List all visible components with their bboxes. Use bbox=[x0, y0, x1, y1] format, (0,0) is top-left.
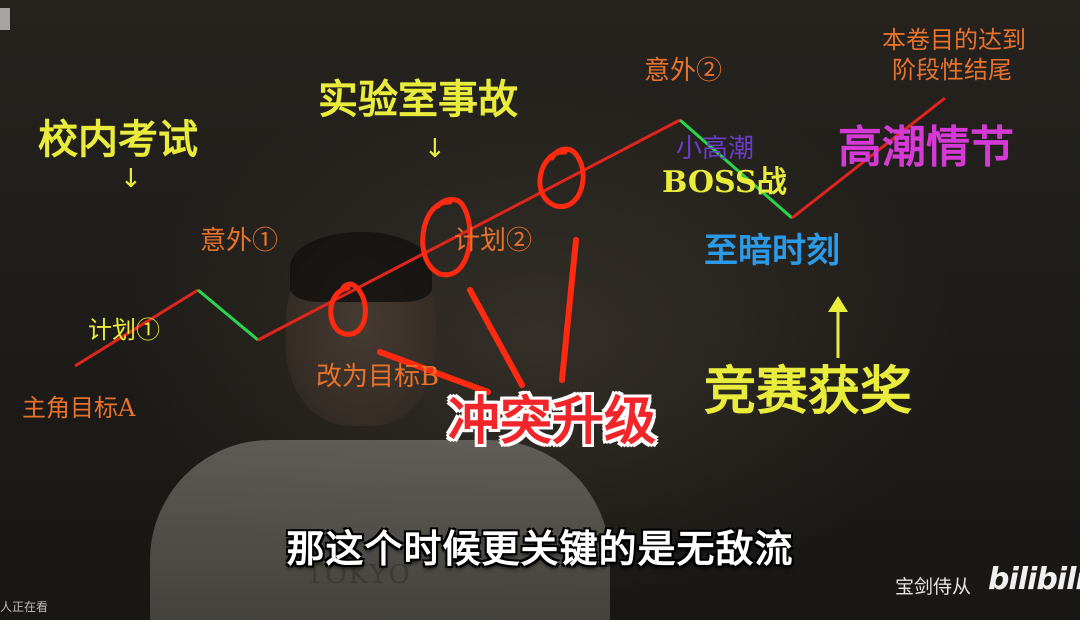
label-small-climax: 小高潮 bbox=[676, 134, 755, 164]
falling-line-1 bbox=[197, 288, 259, 342]
down-arrow-icon-1: ↓ bbox=[120, 164, 142, 194]
label-school-exam: 校内考试 bbox=[38, 116, 198, 163]
label-accident-2: 意外② bbox=[644, 56, 723, 86]
presenter-silhouette-body bbox=[150, 440, 610, 620]
bilibili-logo: bilibili bbox=[988, 562, 1080, 597]
hand-circle-1 bbox=[328, 281, 368, 337]
label-change-goal-b: 改为目标B bbox=[316, 362, 440, 392]
label-conflict-escalation: 冲突升级 bbox=[448, 392, 657, 452]
label-boss-fight: BOSS战 bbox=[662, 165, 787, 200]
label-plan-2: 计划② bbox=[454, 226, 533, 256]
label-accident-1: 意外① bbox=[200, 226, 279, 256]
up-arrow-head bbox=[828, 296, 848, 312]
rising-line-3 bbox=[791, 96, 946, 220]
shirt-print: TOKYO bbox=[306, 560, 412, 590]
falling-line-2 bbox=[679, 118, 793, 220]
rising-line-1 bbox=[74, 288, 199, 368]
label-plan-1: 计划① bbox=[88, 316, 160, 344]
hand-circle-2 bbox=[420, 197, 473, 278]
watermark-author: 宝剑侍从 bbox=[895, 576, 972, 598]
video-subtitle: 那这个时候更关键的是无敌流 bbox=[286, 527, 794, 571]
label-goal-a: 主角目标A bbox=[22, 394, 136, 422]
label-volume-goal-line1: 本卷目的达到 bbox=[882, 26, 1026, 54]
label-volume-goal-line2: 阶段性结尾 bbox=[892, 56, 1012, 84]
hand-circle-3 bbox=[537, 146, 586, 209]
converging-stroke-2 bbox=[467, 287, 525, 388]
down-arrow-icon-2: ↓ bbox=[424, 134, 446, 164]
converging-stroke-1 bbox=[377, 349, 491, 395]
viewer-count-overlay: 人正在看 bbox=[0, 600, 49, 614]
converging-stroke-3 bbox=[559, 237, 579, 383]
corner-mark bbox=[0, 8, 10, 30]
label-darkest-moment: 至暗时刻 bbox=[704, 231, 840, 271]
label-lab-accident: 实验室事故 bbox=[318, 76, 518, 123]
label-climax-plot: 高潮情节 bbox=[838, 122, 1014, 173]
label-competition-award: 竞赛获奖 bbox=[704, 361, 913, 422]
